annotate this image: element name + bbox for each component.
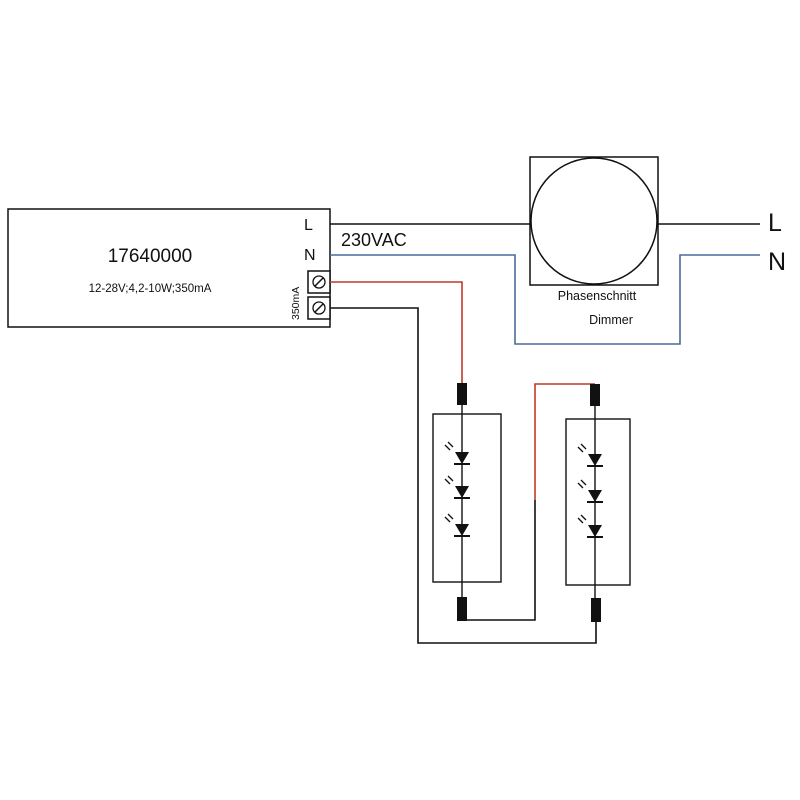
driver-model-number: 17640000 (108, 246, 193, 267)
module-link-return-wire (462, 500, 536, 621)
led-driver: 17640000 12-28V;4,2-10W;350mA L N 350mA (7, 208, 331, 328)
dimmer-type-label: Phasenschnitt (558, 289, 637, 303)
dimmer-knob-icon (530, 157, 658, 285)
led-icon (444, 441, 470, 465)
output-negative-wire (330, 307, 597, 644)
driver-terminal-n-label: N (304, 247, 316, 264)
driver-housing (7, 208, 331, 328)
module-link-positive-wire (534, 383, 595, 500)
driver-output-current-label: 350mA (290, 287, 302, 320)
output-positive-wire (330, 281, 463, 383)
connector-icon (457, 383, 467, 405)
led-icon (577, 443, 603, 467)
output-terminal-block (307, 270, 331, 320)
dimmer-name-label: Dimmer (589, 313, 633, 327)
driver-terminal-l-label: L (304, 217, 313, 234)
mains-n-label: N (768, 248, 786, 276)
supply-voltage-label: 230VAC (341, 230, 407, 250)
led-module (565, 384, 631, 622)
phase-cut-dimmer: Phasenschnitt Dimmer (529, 156, 659, 327)
connector-icon (591, 598, 601, 622)
led-module (432, 383, 502, 621)
neutral-wire (330, 254, 760, 345)
mains-l-label: L (768, 209, 782, 237)
led-icon (444, 513, 470, 537)
connector-icon (590, 384, 600, 406)
connector-icon (457, 597, 467, 621)
led-icon (444, 475, 470, 499)
led-icon (577, 479, 603, 503)
driver-specification: 12-28V;4,2-10W;350mA (89, 283, 212, 295)
led-icon (577, 514, 603, 538)
